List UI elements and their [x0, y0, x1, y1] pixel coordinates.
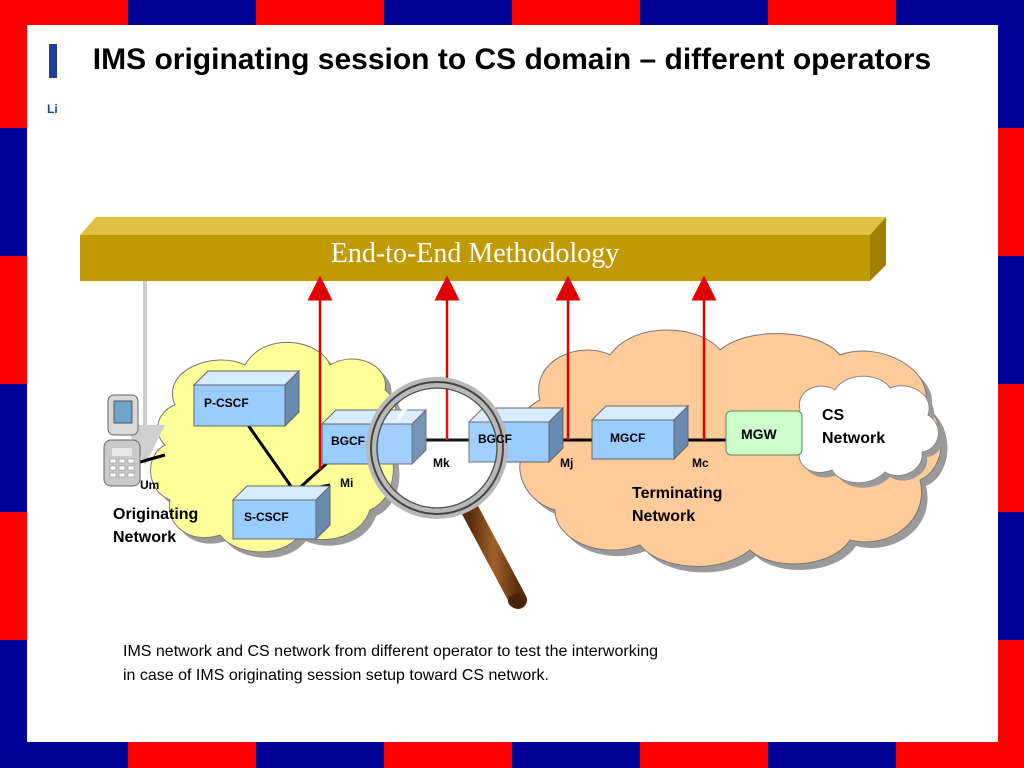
cs-label-line2: Network	[822, 430, 886, 447]
bgcf-orig-label: BGCF	[331, 434, 365, 448]
mobile-phone-icon	[103, 394, 141, 487]
um-interface-label: Um	[140, 478, 160, 492]
end-to-end-banner	[80, 217, 886, 281]
terminating-label-line2: Network	[632, 508, 696, 525]
page-title: IMS originating session to CS domain – d…	[92, 43, 932, 76]
red-arrows	[307, 275, 717, 470]
mi-interface-label: Mi	[340, 476, 354, 490]
cs-network-cloud	[789, 375, 944, 488]
terminating-network-label: Terminating Network	[632, 482, 722, 528]
mgw-label: MGW	[741, 426, 777, 442]
originating-label-line1: Originating	[113, 506, 199, 523]
description-text: IMS network and CS network from differen…	[123, 643, 659, 684]
mj-interface-label: Mj	[560, 456, 574, 470]
terminating-label-line1: Terminating	[632, 485, 723, 502]
cs-label-line1: CS	[822, 407, 845, 424]
originating-network-label: Originating Network	[113, 503, 198, 549]
mc-interface-label: Mc	[692, 456, 709, 470]
logo-fragment: Li	[41, 40, 65, 120]
scscf-box	[231, 484, 332, 541]
pcscf-box	[192, 369, 301, 428]
mgw-box	[725, 410, 803, 456]
mgcf-box	[590, 404, 690, 461]
mk-interface-label: Mk	[433, 456, 450, 470]
magnifying-glass-icon	[366, 377, 527, 609]
logo-text: Li	[47, 102, 58, 116]
scscf-label: S-CSCF	[244, 510, 289, 524]
originating-label-line2: Network	[113, 529, 177, 546]
banner-label: End-to-End Methodology	[330, 238, 620, 269]
cs-network-label: CS Network	[822, 404, 885, 450]
pcscf-label: P-CSCF	[204, 396, 249, 410]
bgcf-term-label: BGCF	[478, 432, 512, 446]
mgcf-label: MGCF	[610, 431, 646, 445]
